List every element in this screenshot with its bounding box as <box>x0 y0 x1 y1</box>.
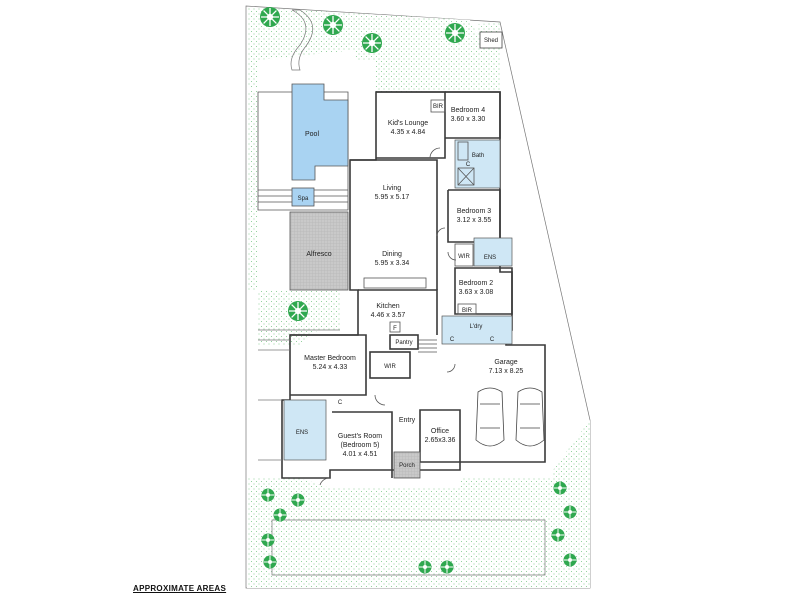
living-label: Living <box>383 185 401 192</box>
spa-label: Spa <box>298 196 309 202</box>
bedroom2-label: Bedroom 2 <box>459 280 493 287</box>
tree-icon <box>259 6 281 28</box>
living-size: 5.95 x 5.17 <box>375 194 410 201</box>
master-walls <box>290 334 367 396</box>
bedroom3-walls <box>447 189 501 243</box>
tree-icon <box>361 32 383 54</box>
fridge <box>389 321 401 333</box>
fridge-label: F <box>393 326 397 332</box>
laundry-cupboard-2: C <box>490 337 495 343</box>
car-icon <box>515 387 545 447</box>
garden-left-strip <box>247 90 258 290</box>
laundry-label: L'dry <box>470 324 483 330</box>
tree-icon <box>553 481 567 495</box>
shed <box>479 31 503 49</box>
tree-icon <box>444 22 466 44</box>
tree-icon <box>291 493 305 507</box>
tree-icon <box>273 508 287 522</box>
dining-size: 5.95 x 3.34 <box>375 260 410 267</box>
entry-label: Entry <box>399 417 416 424</box>
pool-steps <box>258 189 348 203</box>
bedroom4-size: 3.60 x 3.30 <box>451 116 486 123</box>
hall-steps <box>418 339 437 353</box>
tree-icon <box>263 555 277 569</box>
bir-top <box>430 99 446 113</box>
tree-icon <box>563 505 577 519</box>
tree-icon <box>418 560 432 574</box>
office-size: 2.65x3.36 <box>425 437 456 444</box>
pool-label: Pool <box>305 131 319 138</box>
pantry <box>389 334 419 350</box>
kitchen-label: Kitchen <box>376 303 399 310</box>
tree-icon <box>563 553 577 567</box>
tree-icon <box>440 560 454 574</box>
approximate-areas-title: APPROXIMATE AREAS <box>133 584 227 593</box>
ens-b3 <box>473 237 513 267</box>
kids-lounge-label: Kid's Lounge <box>388 120 428 127</box>
car-icon <box>475 387 505 447</box>
bir-b2 <box>457 303 477 315</box>
kids-lounge-walls <box>376 91 446 159</box>
wir-master-label: WIR <box>384 364 396 370</box>
master-label: Master Bedroom <box>304 355 356 362</box>
bedroom4-label: Bedroom 4 <box>451 107 485 114</box>
bir-b2-label: BIR <box>462 308 473 314</box>
alfresco-label: Alfresco <box>306 251 331 258</box>
bedroom2-walls <box>454 267 513 315</box>
bedroom3-label: Bedroom 3 <box>457 208 491 215</box>
bath-cupboard-label: C <box>466 162 471 168</box>
bedroom2-size: 3.63 x 3.08 <box>459 289 494 296</box>
office-walls <box>419 409 461 463</box>
side-lines <box>258 329 340 461</box>
garage-size: 7.13 x 8.25 <box>489 368 524 375</box>
office-label: Office <box>431 428 449 435</box>
guest-size: 4.01 x 4.51 <box>343 451 378 458</box>
guest-label: Guest's Room <box>338 433 382 440</box>
guest-walls <box>332 411 393 478</box>
ens-master-label: ENS <box>296 430 308 436</box>
wir-master <box>369 351 411 379</box>
spa <box>291 187 315 207</box>
tree-icon <box>322 14 344 36</box>
porch-label: Porch <box>399 463 415 469</box>
bathtub <box>457 141 469 161</box>
kitchen-size: 4.46 x 3.57 <box>371 312 406 319</box>
bir-top-label: BIR <box>433 104 444 110</box>
garden-front <box>247 470 590 588</box>
pool <box>291 83 349 181</box>
garage-label: Garage <box>494 359 517 366</box>
shed-label: Shed <box>484 38 498 44</box>
living-walls <box>350 159 438 290</box>
master-cupboard: C <box>338 400 343 406</box>
porch <box>393 451 421 479</box>
master-size: 5.24 x 4.33 <box>313 364 348 371</box>
alfresco <box>289 211 349 291</box>
bedroom3-size: 3.12 x 3.55 <box>457 217 492 224</box>
guest-label-2: (Bedroom 5) <box>341 442 380 449</box>
tree-icon <box>261 533 275 547</box>
bedroom4-walls <box>445 91 501 139</box>
kitchen-walls <box>358 289 438 335</box>
garden-right-side <box>553 420 590 588</box>
garden-path <box>290 9 314 71</box>
shower <box>457 167 475 186</box>
door-swings <box>319 147 457 486</box>
pantry-label: Pantry <box>395 340 412 346</box>
ens-b3-label: ENS <box>484 255 496 261</box>
tree-icon <box>551 528 565 542</box>
tree-icon <box>287 300 309 322</box>
kids-lounge-size: 4.35 x 4.84 <box>391 129 426 136</box>
wir-b3-label: WIR <box>458 254 470 260</box>
ens-master <box>283 399 327 461</box>
wir-b3 <box>454 243 474 267</box>
bath-label: Bath <box>472 153 484 159</box>
laundry-cupboard-1: C <box>450 337 455 343</box>
dining-label: Dining <box>382 251 402 258</box>
tree-icon <box>261 488 275 502</box>
kitchen-island <box>363 277 427 289</box>
shower-cross <box>457 167 475 186</box>
laundry <box>441 315 513 345</box>
